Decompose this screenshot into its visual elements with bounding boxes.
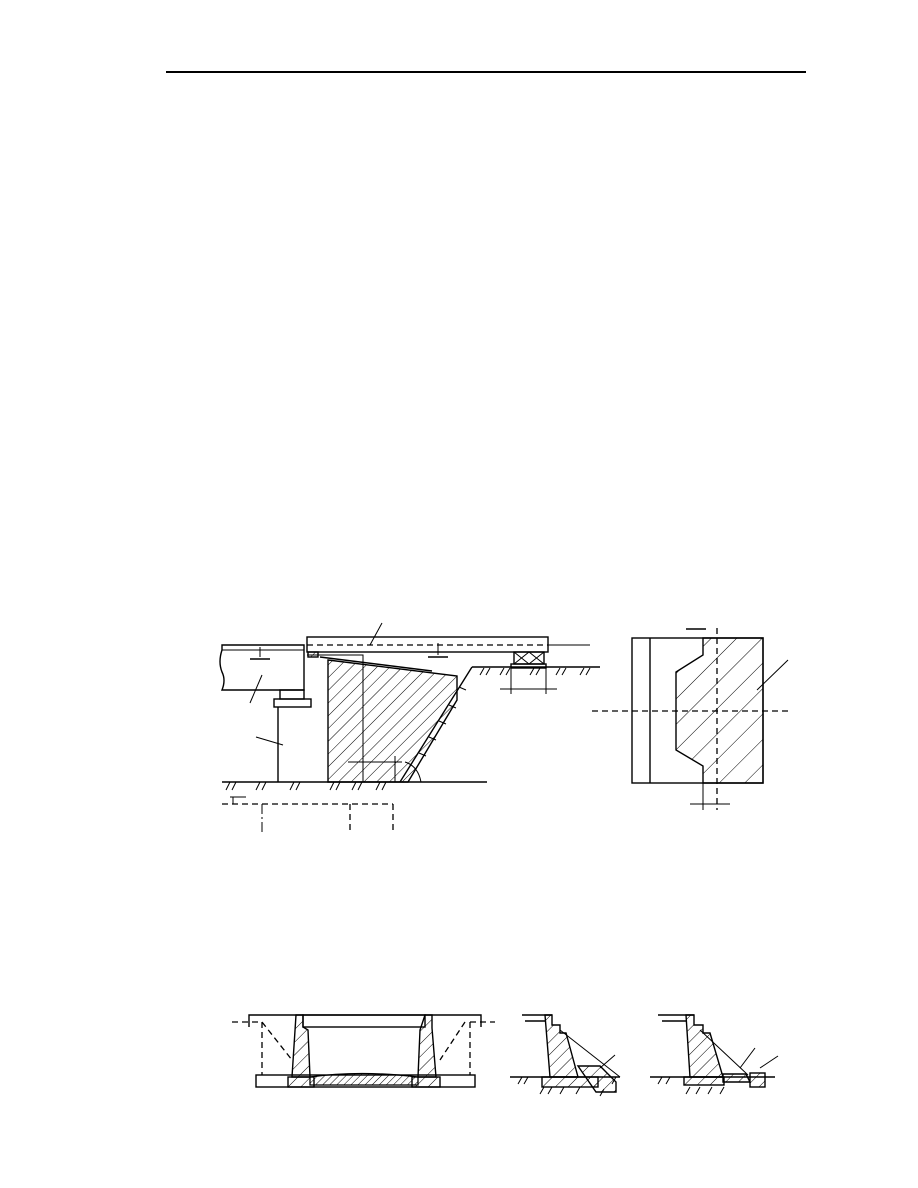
bridge-cross-section xyxy=(232,1014,495,1088)
leader-line xyxy=(756,659,789,691)
abutment-plan-section xyxy=(592,628,789,810)
abutment xyxy=(327,659,458,783)
girder xyxy=(219,644,305,691)
retaining-wall-section-b xyxy=(650,1014,779,1095)
embankment-slope xyxy=(399,666,473,783)
retaining-wall-section-a xyxy=(510,1014,621,1097)
bridge-abutment-elevation xyxy=(219,622,600,832)
leader-line xyxy=(255,736,284,746)
leader-line xyxy=(249,674,263,704)
leader-line xyxy=(369,622,383,646)
